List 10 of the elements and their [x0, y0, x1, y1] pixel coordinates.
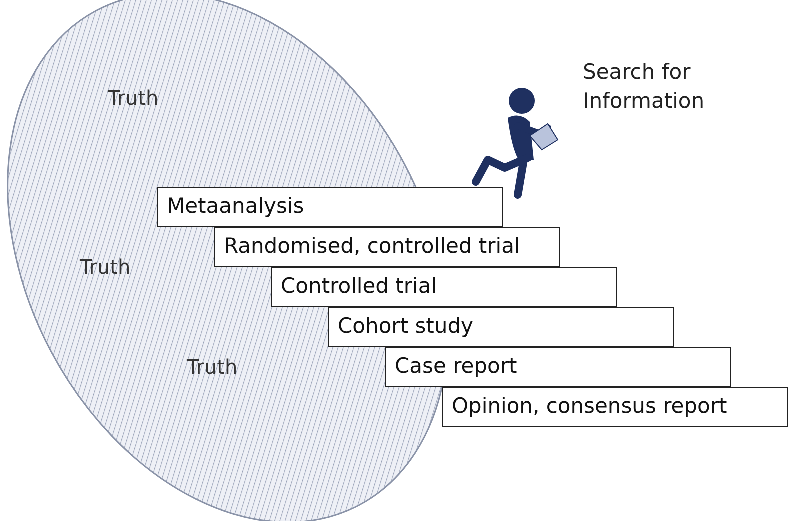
stair-step: Cohort study — [328, 307, 674, 347]
stair-step: Randomised, controlled trial — [214, 227, 560, 267]
region-label: Truth — [187, 355, 238, 379]
stair-step: Metaanalysis — [157, 187, 503, 227]
stair-step: Opinion, consensus report — [442, 387, 788, 427]
region-label: Truth — [108, 86, 159, 110]
region-label: Truth — [80, 255, 131, 279]
caption-text: Search for Information — [583, 59, 706, 115]
stair-step: Controlled trial — [271, 267, 617, 307]
stair-step: Case report — [385, 347, 731, 387]
